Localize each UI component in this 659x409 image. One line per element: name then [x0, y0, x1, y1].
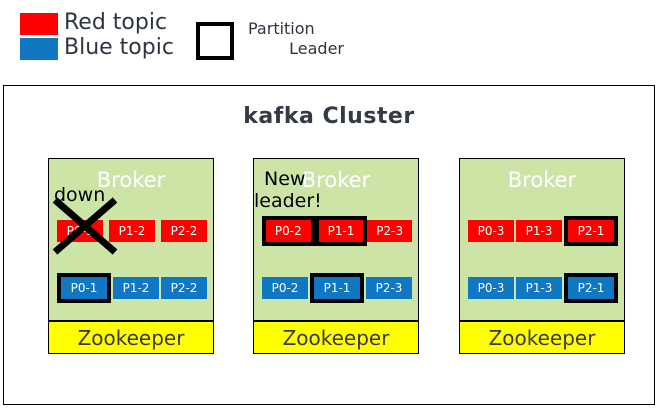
- broker-1-new-leader-annotation-line1: New: [264, 168, 306, 190]
- broker-1-red-partition-1[interactable]: P1-1: [314, 216, 368, 246]
- kafka-cluster-frame: kafka Cluster Broker down P0-1 P1-2 P2-2…: [3, 85, 655, 405]
- broker-1-blue-partition-1[interactable]: P1-1: [310, 273, 364, 303]
- cluster-title: kafka Cluster: [243, 104, 415, 129]
- broker-1: Broker New leader! P0-2 P1-1 P2-3 P0-2 P…: [253, 158, 419, 354]
- broker-1-body: Broker New leader! P0-2 P1-1 P2-3 P0-2 P…: [253, 158, 419, 321]
- broker-0-red-partition-2[interactable]: P2-2: [161, 220, 207, 242]
- broker-2-blue-partition-2[interactable]: P2-1: [564, 273, 618, 303]
- broker-1-title: Broker: [301, 168, 371, 192]
- broker-0-zookeeper: Zookeeper: [48, 321, 214, 354]
- broker-2-red-partition-1[interactable]: P1-3: [516, 220, 562, 242]
- broker-2-body: Broker P0-3 P1-3 P2-1 P0-3 P1-3 P2-1: [459, 158, 625, 321]
- broker-0-down-annotation: down: [54, 184, 106, 206]
- broker-0: Broker down P0-1 P1-2 P2-2 P0-1 P1-2 P2-…: [48, 158, 214, 354]
- broker-2-title: Broker: [507, 168, 577, 192]
- broker-2-zookeeper: Zookeeper: [459, 321, 625, 354]
- broker-0-red-partition-row: P0-1 P1-2 P2-2: [57, 217, 207, 245]
- broker-0-blue-partition-0[interactable]: P0-1: [57, 273, 111, 303]
- legend-red-swatch: [20, 13, 58, 35]
- broker-2-red-partition-row: P0-3 P1-3 P2-1: [468, 216, 618, 246]
- legend-partition-leader-swatch: [196, 22, 234, 60]
- broker-0-body: Broker down P0-1 P1-2 P2-2 P0-1 P1-2 P2-…: [48, 158, 214, 321]
- broker-2-blue-partition-1[interactable]: P1-3: [516, 277, 562, 299]
- legend-red-label: Red topic: [64, 10, 168, 35]
- broker-0-red-partition-1[interactable]: P1-2: [109, 220, 155, 242]
- broker-2-red-partition-0[interactable]: P0-3: [468, 220, 514, 242]
- legend-partition-leader-label-line2: Leader: [289, 39, 344, 58]
- broker-1-blue-partition-row: P0-2 P1-1 P2-3: [262, 273, 412, 303]
- broker-1-zookeeper: Zookeeper: [253, 321, 419, 354]
- legend-blue-label: Blue topic: [64, 35, 174, 60]
- broker-1-red-partition-row: P0-2 P1-1 P2-3: [262, 216, 413, 246]
- broker-0-red-partition-0[interactable]: P0-1: [57, 220, 103, 242]
- broker-2: Broker P0-3 P1-3 P2-1 P0-3 P1-3 P2-1 Zoo…: [459, 158, 625, 354]
- broker-1-blue-partition-0[interactable]: P0-2: [262, 277, 308, 299]
- broker-1-red-partition-2[interactable]: P2-3: [367, 220, 413, 242]
- broker-0-title: Broker: [96, 168, 166, 192]
- broker-0-blue-partition-2[interactable]: P2-2: [161, 277, 207, 299]
- broker-2-red-partition-2[interactable]: P2-1: [564, 216, 618, 246]
- broker-0-blue-partition-1[interactable]: P1-2: [113, 277, 159, 299]
- broker-2-blue-partition-0[interactable]: P0-3: [468, 277, 514, 299]
- legend-blue-swatch: [20, 38, 58, 60]
- legend-partition-leader-label-line1: Partition: [248, 19, 315, 38]
- legend: Red topic Blue topic Partition Leader: [0, 0, 659, 80]
- broker-1-red-partition-0[interactable]: P0-2: [262, 216, 315, 246]
- broker-0-blue-partition-row: P0-1 P1-2 P2-2: [57, 273, 207, 303]
- broker-2-blue-partition-row: P0-3 P1-3 P2-1: [468, 273, 618, 303]
- broker-1-new-leader-annotation-line2: leader!: [254, 190, 322, 212]
- broker-1-blue-partition-2[interactable]: P2-3: [366, 277, 412, 299]
